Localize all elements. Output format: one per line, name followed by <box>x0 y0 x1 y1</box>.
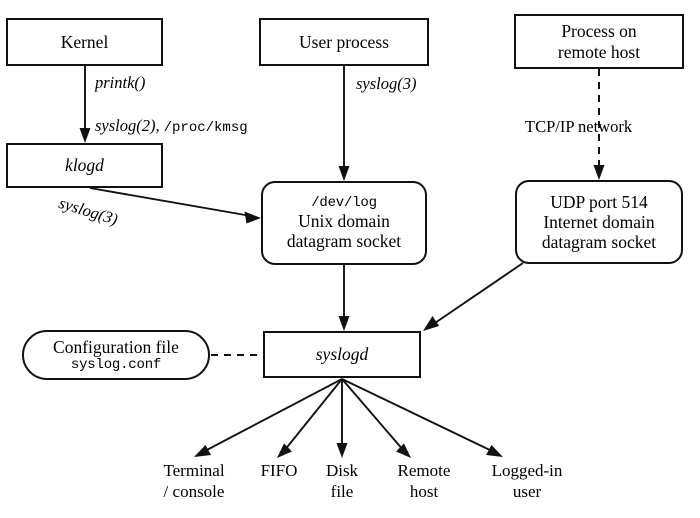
edge-label-syslog2-proc-kmsg: syslog(2), /proc/kmsg <box>95 116 248 136</box>
edge-label-proc-kmsg: /proc/kmsg <box>163 120 248 136</box>
node-remote-process-line2: remote host <box>557 41 641 62</box>
edge-label-printk: printk() <box>95 73 146 92</box>
node-syslogd-label: syslogd <box>315 344 369 365</box>
node-user-process[interactable]: User process <box>259 18 429 66</box>
sink-remote-line2: host <box>409 481 439 501</box>
edge-syslogd-to-fifo <box>277 378 343 458</box>
node-unix-socket-line2: Unix domain <box>298 210 390 231</box>
node-config-filename: syslog.conf <box>70 357 162 374</box>
node-udp-socket-line3: datagram socket <box>541 232 657 253</box>
edge-user-process-to-unix-socket <box>338 66 350 181</box>
node-unix-socket-line3: datagram socket <box>286 231 402 252</box>
edge-label-syslog3-user: syslog(3) <box>356 74 417 93</box>
sink-fifo: FIFO <box>234 461 324 482</box>
sink-terminal-console: Terminal / console <box>134 461 254 502</box>
edge-label-syslog3-klogd: syslog(3) <box>56 193 121 229</box>
sink-logged-in-user: Logged-in user <box>468 461 586 502</box>
node-process-on-remote-host[interactable]: Process on remote host <box>514 14 684 69</box>
node-kernel-label: Kernel <box>60 31 109 52</box>
sink-logged-in-line1: Logged-in <box>491 461 563 480</box>
node-config-line1: Configuration file <box>53 336 179 357</box>
node-configuration-file[interactable]: Configuration file syslog.conf <box>22 330 210 380</box>
node-user-process-label: User process <box>299 31 389 52</box>
sink-disk-file: Disk file <box>302 461 382 502</box>
sink-logged-in-line2: user <box>512 481 542 501</box>
node-unix-socket-path: /dev/log <box>311 194 377 211</box>
edge-udp-socket-to-syslogd <box>423 262 524 331</box>
edge-syslogd-to-remote-host <box>341 378 411 458</box>
node-kernel[interactable]: Kernel <box>6 18 163 66</box>
node-internet-domain-datagram-socket[interactable]: UDP port 514 Internet domain datagram so… <box>515 180 683 264</box>
node-udp-socket-line2: Internet domain <box>543 211 655 232</box>
edge-label-tcpip-network: TCP/IP network <box>525 117 633 136</box>
node-klogd-label: klogd <box>65 155 104 176</box>
node-unix-domain-datagram-socket[interactable]: /dev/log Unix domain datagram socket <box>261 181 427 265</box>
sink-disk-line1: Disk <box>325 461 359 480</box>
sink-remote-line1: Remote <box>397 461 451 480</box>
edge-label-syslog2: syslog(2), <box>95 116 160 135</box>
sink-fifo-line1: FIFO <box>260 461 298 480</box>
sink-remote-host: Remote host <box>374 461 474 502</box>
edge-kernel-to-klogd <box>79 66 91 143</box>
sink-terminal-line2: / console <box>163 481 225 501</box>
node-remote-process-line1: Process on <box>561 21 637 42</box>
node-udp-socket-line1: UDP port 514 <box>550 191 648 212</box>
edge-syslogd-to-terminal <box>194 378 343 457</box>
sink-disk-line2: file <box>330 481 354 501</box>
edge-syslogd-to-logged-in-user <box>341 378 503 457</box>
node-klogd[interactable]: klogd <box>6 143 163 188</box>
node-syslogd[interactable]: syslogd <box>263 331 421 378</box>
edge-syslogd-to-disk-file <box>336 379 348 458</box>
sink-terminal-line1: Terminal <box>163 461 225 480</box>
edge-unix-socket-to-syslogd <box>338 265 350 331</box>
